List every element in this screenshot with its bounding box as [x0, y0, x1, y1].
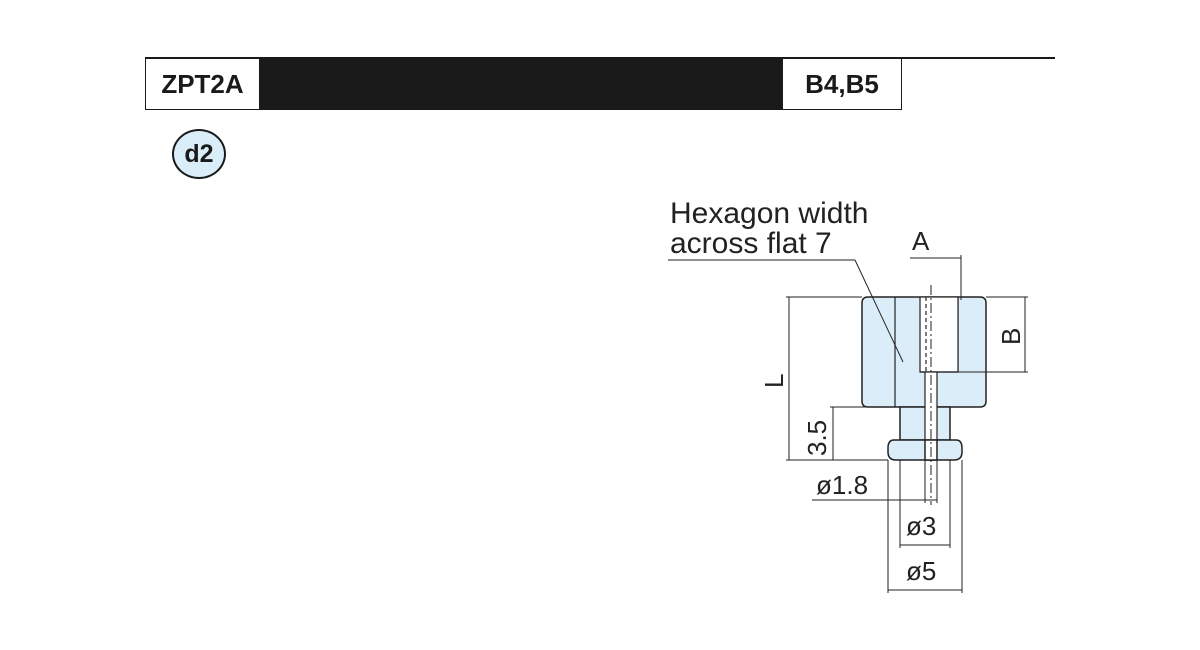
header-band — [259, 59, 783, 109]
callout-line1: Hexagon width — [670, 197, 868, 230]
dim-18-lines — [812, 460, 938, 503]
dim-b-label: B — [996, 328, 1026, 345]
dim-18-label: ø1.8 — [816, 470, 868, 500]
dim-l-label: L — [759, 374, 789, 388]
dim-a-label: A — [912, 226, 930, 256]
header-bar: ZPT2A B4,B5 — [145, 58, 902, 110]
model-code: ZPT2A — [161, 68, 244, 99]
dim-3-label: ø3 — [906, 511, 936, 541]
flange — [887, 439, 963, 461]
callout-line2: across flat 7 — [670, 227, 832, 260]
dim-5-lines — [887, 460, 963, 593]
dim-35-lines — [830, 406, 900, 460]
thread-bore — [919, 296, 959, 373]
dim-5-label: ø5 — [906, 556, 936, 586]
size-codes: B4,B5 — [805, 68, 879, 99]
dim-a-lines — [910, 255, 962, 300]
type-badge: d2 — [172, 129, 226, 179]
dim-3-lines — [899, 460, 951, 548]
dim-l-lines — [786, 296, 888, 461]
dim-b-lines — [958, 296, 1028, 373]
callout-leader — [668, 259, 904, 363]
dim-35-label: 3.5 — [802, 420, 832, 456]
